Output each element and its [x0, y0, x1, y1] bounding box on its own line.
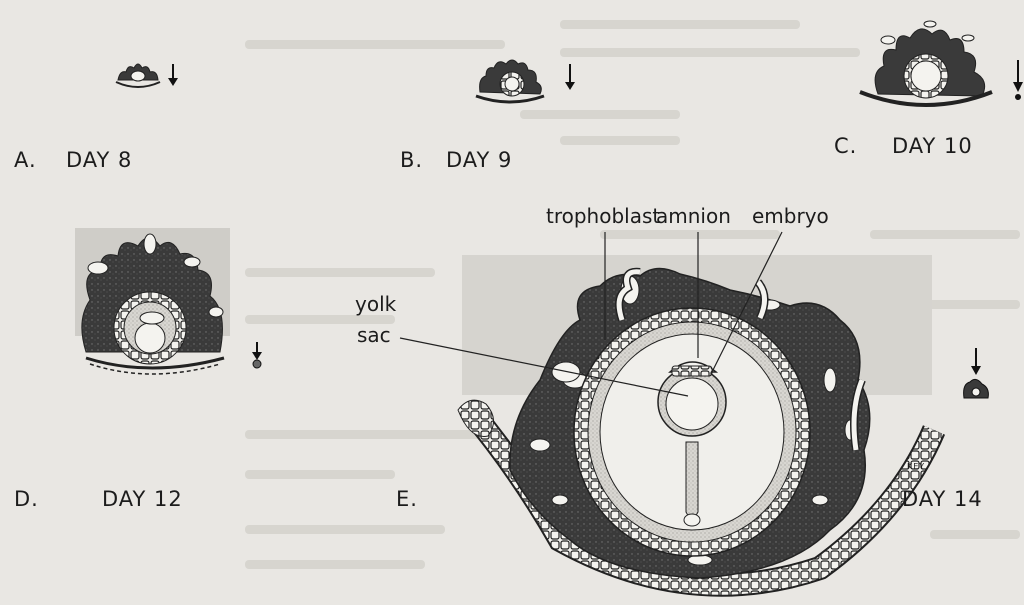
stage-day-e-label: DAY 14: [902, 487, 983, 511]
scale-arrow-day9: [565, 64, 575, 90]
stage-label-d: D.DAY 12: [14, 487, 183, 511]
scale-arrow-day10: [1013, 60, 1023, 100]
stage-day-a: DAY 8: [66, 148, 132, 172]
stage-label-b: B.DAY 9: [400, 148, 512, 172]
stage-label-e: E.: [396, 487, 418, 511]
embryo-day9: [476, 60, 544, 102]
stage-letter-a: A.: [14, 148, 66, 172]
stage-day-c: DAY 10: [892, 134, 973, 158]
label-sac: sac: [357, 323, 391, 347]
stage-day-b: DAY 9: [446, 148, 512, 172]
scale-arrow-day14: [964, 348, 989, 398]
label-amnion: amnion: [656, 204, 731, 228]
stage-label-c: C.DAY 10: [834, 134, 973, 158]
stage-day-d: DAY 12: [102, 487, 183, 511]
embryo-day8: [116, 64, 160, 87]
label-yolk: yolk: [355, 292, 396, 316]
stage-letter-b: B.: [400, 148, 446, 172]
embryo-day10: [860, 21, 992, 105]
label-embryo: embryo: [752, 204, 829, 228]
key-label: KEY: [907, 462, 925, 471]
stage-label-a: A.DAY 8: [14, 148, 132, 172]
stage-letter-d: D.: [14, 487, 102, 511]
stage-letter-e: E.: [396, 487, 418, 511]
stage-letter-c: C.: [834, 134, 892, 158]
label-trophoblast: trophoblast: [546, 204, 660, 228]
scale-arrow-day8: [168, 64, 178, 86]
stage-day-e: DAY 14: [902, 487, 983, 511]
scale-arrow-day12: [252, 342, 262, 368]
